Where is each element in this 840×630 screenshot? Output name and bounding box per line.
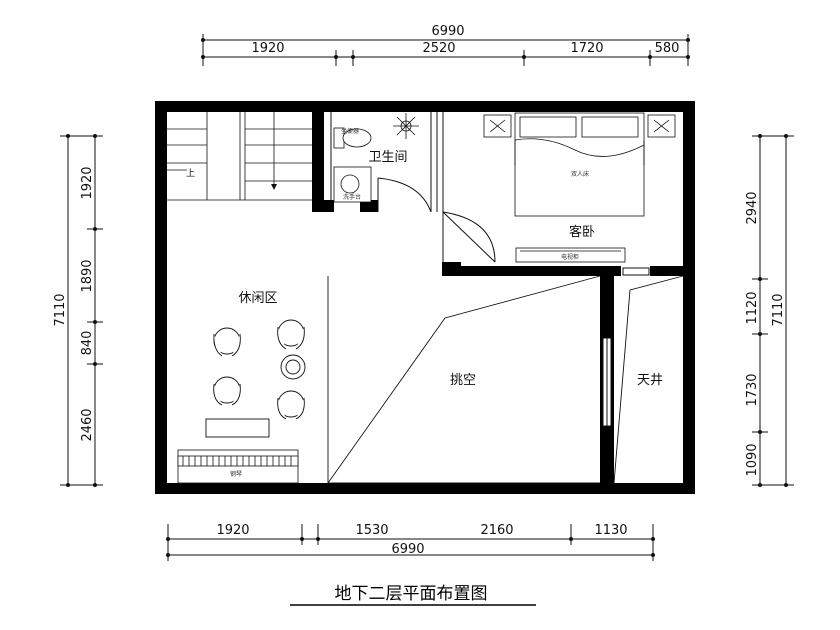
chair-2	[277, 319, 305, 350]
bed	[514, 112, 645, 217]
bathroom-partition	[330, 112, 444, 212]
chair-1	[213, 327, 241, 357]
bedroom-door	[442, 211, 496, 263]
chair-4	[277, 390, 305, 420]
toilet	[333, 127, 372, 149]
bathroom-door	[377, 177, 432, 213]
basin-label: 洗手台	[343, 193, 361, 201]
top-window	[622, 267, 650, 276]
nightstand-right	[647, 114, 676, 138]
bottom-total-dim: 6990	[391, 542, 424, 557]
bottom-dim-ticks	[166, 537, 655, 557]
void-area	[327, 275, 601, 484]
stair-arrow-icon	[271, 184, 277, 190]
bottom-dim-1: 1920	[216, 523, 249, 538]
left-dim-ticks	[66, 134, 97, 487]
guest-bedroom-label: 客卧	[569, 224, 595, 240]
left-dim-1: 1920	[80, 166, 95, 199]
right-dimensions	[752, 135, 794, 486]
bottom-dim-4: 1130	[594, 523, 627, 538]
right-dim-3: 1730	[745, 373, 760, 406]
toilet-label: 坐便器	[341, 127, 359, 135]
void-label: 挑空	[450, 373, 476, 388]
bottom-dim-2: 1530	[355, 523, 388, 538]
basin	[333, 166, 372, 203]
skywell-area	[613, 275, 684, 484]
right-dim-1: 2940	[745, 191, 760, 224]
leisure-label: 休闲区	[238, 291, 277, 306]
staircase	[167, 112, 312, 201]
drawing-title: 地下二层平面布置图	[335, 584, 488, 604]
low-table	[205, 418, 270, 438]
piano-label: 钢琴	[230, 470, 242, 478]
top-dim-4: 580	[655, 41, 680, 56]
left-dim-4: 2460	[80, 408, 95, 441]
bottom-dim-3: 2160	[480, 523, 513, 538]
right-dim-4: 1090	[745, 443, 760, 476]
bed-label: 双人床	[571, 170, 589, 178]
top-dim-1: 1920	[251, 41, 284, 56]
right-dim-2: 1120	[745, 291, 760, 324]
chairs	[213, 319, 306, 420]
bathroom-label: 卫生间	[368, 150, 407, 165]
ceiling-light-icon	[393, 113, 419, 139]
nightstand-left	[483, 114, 512, 138]
left-dim-2: 1890	[80, 259, 95, 292]
tv-cabinet	[515, 247, 626, 263]
top-dim-3: 1720	[570, 41, 603, 56]
tv-cabinet-label: 电视柜	[561, 253, 579, 261]
left-dim-3: 840	[80, 331, 95, 356]
top-dim-ticks	[201, 38, 690, 59]
chair-3	[213, 376, 241, 406]
piano	[177, 449, 299, 484]
right-total-dim: 7110	[771, 293, 786, 326]
skywell-label: 天井	[637, 373, 663, 388]
skywell-window	[602, 337, 612, 427]
right-dim-ticks	[758, 134, 788, 487]
top-dim-2: 2520	[422, 41, 455, 56]
outer-walls	[155, 101, 695, 494]
left-total-dim: 7110	[53, 293, 68, 326]
top-total-dim: 6990	[431, 24, 464, 39]
stair-up-label: 上	[186, 168, 195, 179]
